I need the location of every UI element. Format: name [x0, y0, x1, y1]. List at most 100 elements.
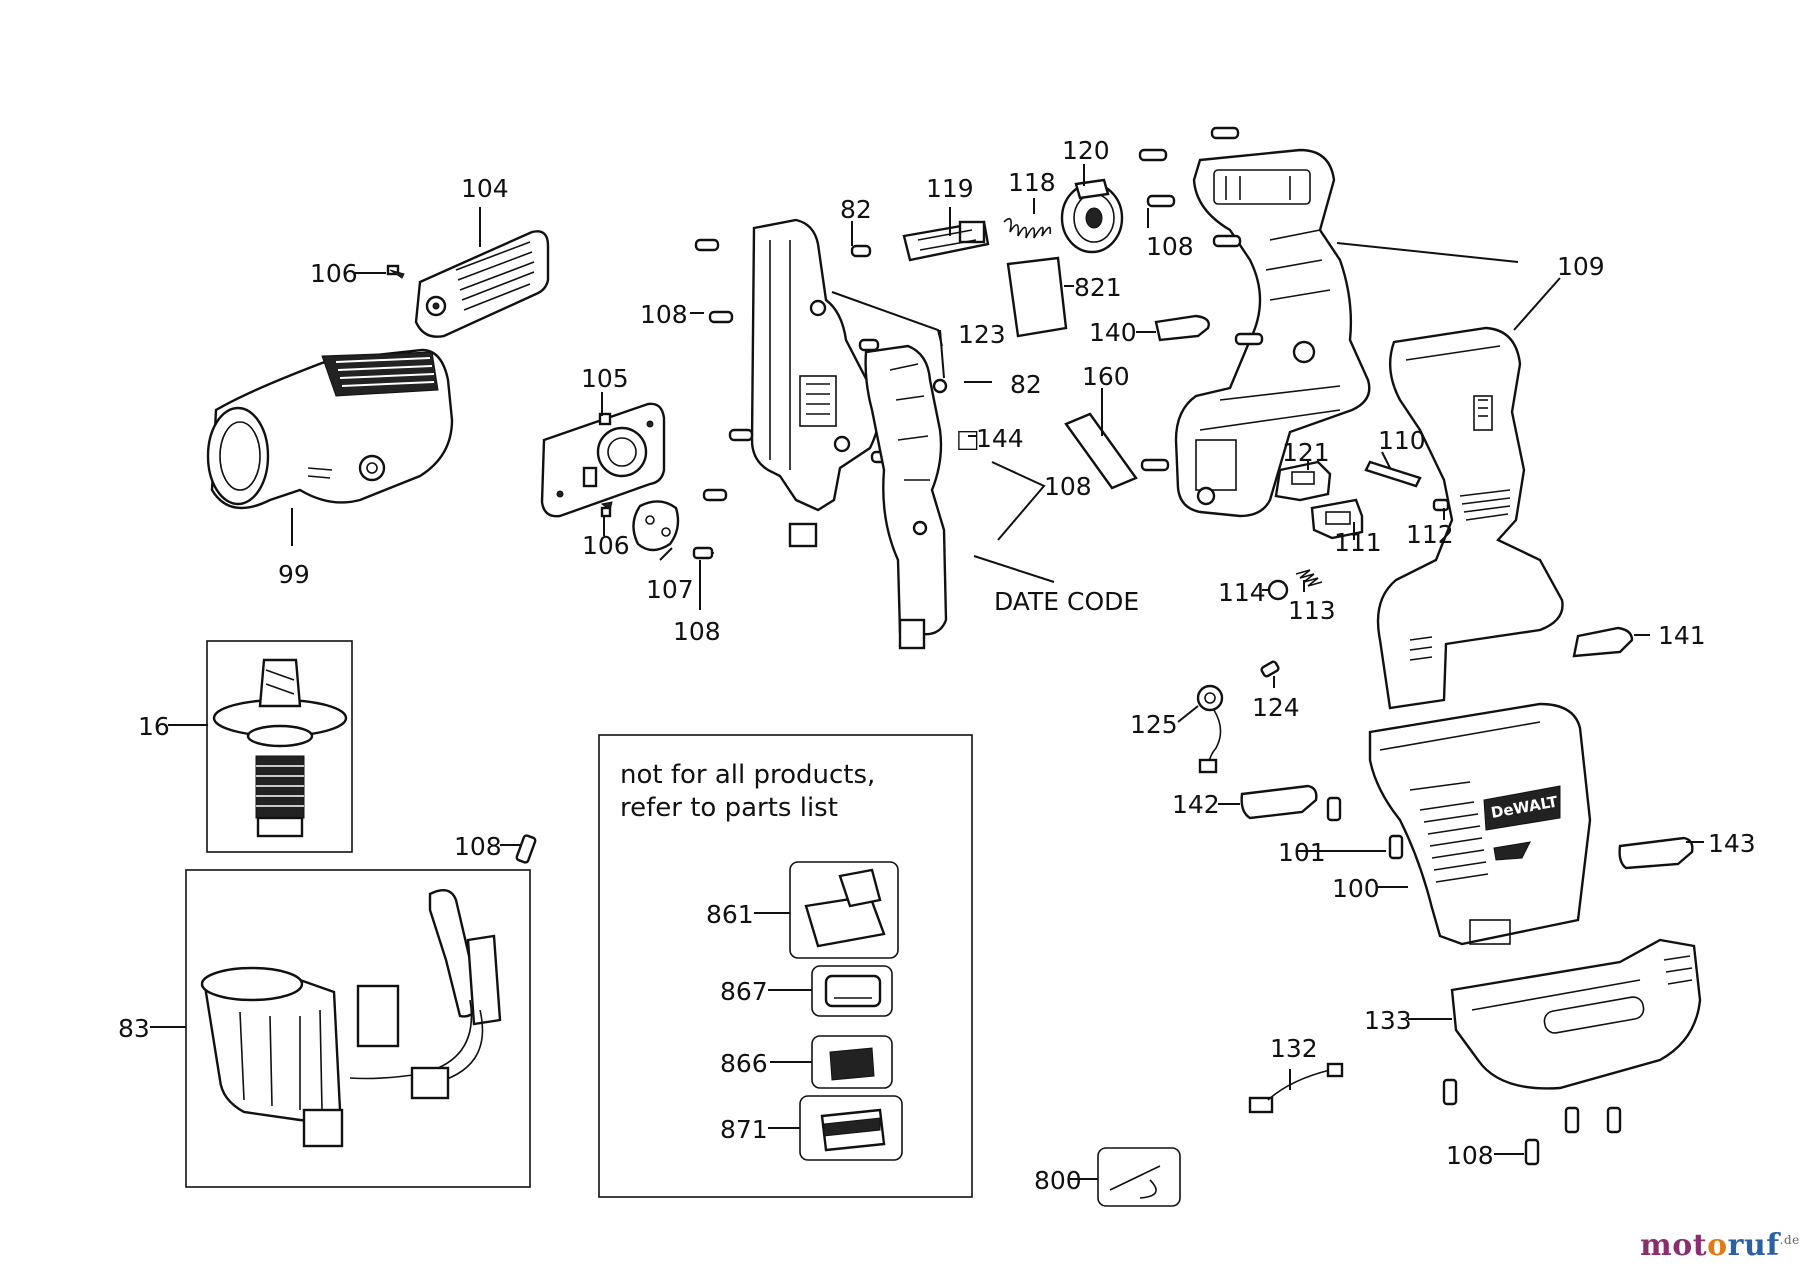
label-140: 140	[1089, 318, 1137, 347]
label-132: 132	[1270, 1034, 1318, 1063]
label-141: 141	[1658, 621, 1706, 650]
part-121-clip	[1274, 460, 1332, 502]
part-99-gear-housing	[206, 348, 454, 510]
part-16-armature	[206, 640, 353, 853]
part-109-housing-half-b	[1376, 326, 1564, 710]
part-111-clip	[1310, 498, 1364, 540]
part-821-label	[1006, 256, 1068, 338]
part-867-accessory	[811, 965, 893, 1017]
label-82-b: 82	[1010, 370, 1042, 399]
label-118: 118	[1008, 168, 1056, 197]
part-800-box	[1097, 1147, 1181, 1207]
part-113-spring	[1295, 569, 1323, 587]
part-107-bushing	[632, 500, 680, 552]
label-108-d: 108	[673, 617, 721, 646]
part-100-battery-mount: DeWALT	[1368, 702, 1592, 946]
part-118-spring	[1003, 217, 1052, 239]
label-144: 144	[976, 424, 1024, 453]
label-113: 113	[1288, 596, 1336, 625]
label-83: 83	[118, 1014, 150, 1043]
watermark-suffix: .de	[1779, 1233, 1800, 1247]
screws-set-c	[1442, 1078, 1622, 1166]
label-143: 143	[1708, 829, 1756, 858]
label-119: 119	[926, 174, 974, 203]
label-108-a: 108	[640, 300, 688, 329]
label-100: 100	[1332, 874, 1380, 903]
part-123-housing-half-left	[750, 218, 881, 548]
part-141-label	[1572, 626, 1634, 658]
watermark-part-3: ruf	[1727, 1228, 1780, 1263]
label-121: 121	[1282, 438, 1330, 467]
part-133-bottom-cover	[1450, 938, 1702, 1090]
part-114-button	[1267, 579, 1289, 601]
label-99: 99	[278, 560, 310, 589]
label-108-b: 108	[1146, 232, 1194, 261]
part-109-housing-half-a	[1174, 148, 1371, 518]
part-108-screw-d	[692, 546, 714, 560]
watermark-logo: motoruf.de	[1640, 1228, 1800, 1263]
part-105-gear-plate	[540, 402, 666, 518]
screws-set-a	[694, 238, 892, 502]
label-104: 104	[461, 174, 509, 203]
part-119-switch-slider	[902, 220, 990, 262]
screws-set-b	[1138, 126, 1264, 472]
watermark-part-2: o	[1707, 1228, 1728, 1263]
part-124-pin	[1260, 660, 1280, 678]
date-code-label: DATE CODE	[994, 587, 1140, 616]
label-106-b: 106	[582, 531, 630, 560]
label-124: 124	[1252, 693, 1300, 722]
label-114: 114	[1218, 578, 1266, 607]
label-866: 866	[720, 1049, 768, 1078]
label-105: 105	[581, 364, 629, 393]
note-line-2: refer to parts list	[620, 793, 838, 823]
label-82-a: 82	[840, 195, 872, 224]
label-110: 110	[1378, 426, 1426, 455]
part-123-side-cover	[864, 344, 948, 650]
note-line-1: not for all products,	[620, 760, 876, 790]
label-123: 123	[958, 320, 1006, 349]
label-109: 109	[1557, 252, 1605, 281]
leader-lines	[150, 164, 1704, 1180]
part-101-screws	[1326, 796, 1404, 860]
note-box-frame	[598, 734, 973, 1198]
label-871: 871	[720, 1115, 768, 1144]
label-108-e: 108	[454, 832, 502, 861]
label-144-box: □	[956, 424, 980, 453]
label-112: 112	[1406, 520, 1454, 549]
label-107: 107	[646, 575, 694, 604]
part-160-label	[1064, 412, 1138, 490]
label-821: 821	[1074, 273, 1122, 302]
label-108-f: 108	[1446, 1141, 1494, 1170]
label-800: 800	[1034, 1166, 1082, 1195]
part-106-screw-b	[600, 501, 613, 518]
part-120-knob	[1060, 178, 1124, 254]
label-120: 120	[1062, 136, 1110, 165]
label-101: 101	[1278, 838, 1326, 867]
part-861-case	[789, 861, 899, 959]
label-16: 16	[138, 712, 170, 741]
label-142: 142	[1172, 790, 1220, 819]
label-106-a: 106	[310, 259, 358, 288]
part-866-battery	[811, 1035, 893, 1089]
label-861: 861	[706, 900, 754, 929]
part-132-wire-connector	[1248, 1062, 1344, 1114]
part-108-screw-e	[515, 834, 537, 864]
label-108-c: 108	[1044, 472, 1092, 501]
part-140-label	[1154, 314, 1210, 342]
label-111: 111	[1334, 528, 1382, 557]
part-112-pin	[1432, 498, 1450, 512]
part-142-label	[1240, 784, 1318, 820]
watermark-part-1: mot	[1640, 1228, 1708, 1263]
part-106-screw-a	[386, 264, 405, 279]
part-125-connector	[1196, 684, 1224, 774]
part-143-label	[1618, 836, 1694, 870]
part-104-cover-plate	[414, 230, 550, 338]
part-110-strip	[1364, 460, 1422, 488]
label-160: 160	[1082, 362, 1130, 391]
part-871-charger	[799, 1095, 903, 1161]
label-125: 125	[1130, 710, 1178, 739]
part-83-motor-assembly	[185, 869, 531, 1188]
label-133: 133	[1364, 1006, 1412, 1035]
